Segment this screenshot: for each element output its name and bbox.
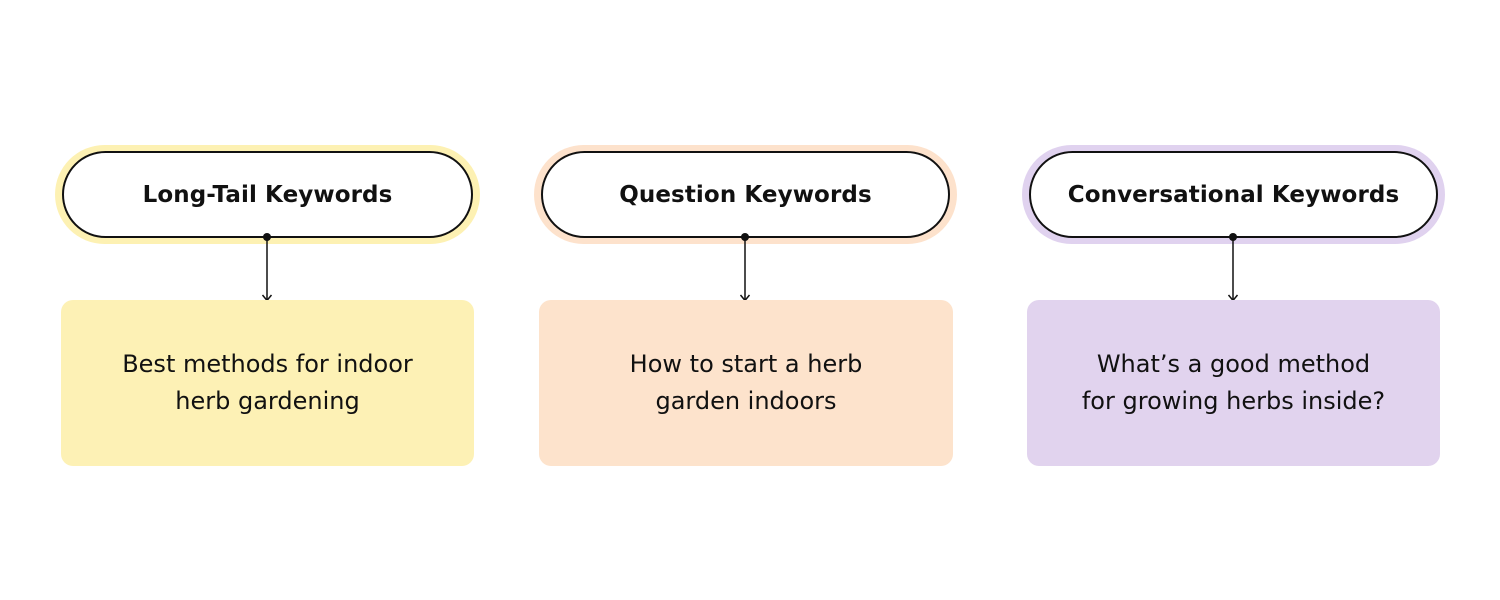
keyword-column-long-tail: Long-Tail Keywords Best methods for indo… [0, 0, 520, 600]
title-pill-halo: Question Keywords [534, 145, 957, 244]
example-card: Best methods for indoor herb gardening [61, 300, 474, 466]
title-pill: Conversational Keywords [1029, 151, 1438, 238]
example-text: How to start a herb garden indoors [629, 350, 863, 415]
keyword-column-question: Question Keywords How to start a herb ga… [534, 145, 957, 466]
title-pill-halo: Conversational Keywords [1022, 145, 1445, 244]
title-pill: Question Keywords [541, 151, 950, 238]
example-text: What’s a good method for growing herbs i… [1081, 350, 1386, 415]
connector-arrow [739, 233, 751, 302]
column-title: Question Keywords [619, 181, 872, 208]
connector-arrow [1227, 233, 1239, 302]
example-text: Best methods for indoor herb gardening [122, 350, 413, 415]
title-pill: Long-Tail Keywords [62, 151, 473, 238]
column-title: Long-Tail Keywords [142, 181, 393, 208]
example-card: How to start a herb garden indoors [539, 300, 953, 466]
column-title: Conversational Keywords [1067, 181, 1400, 208]
title-pill-halo: Long-Tail Keywords [55, 145, 480, 244]
example-card: What’s a good method for growing herbs i… [1027, 300, 1440, 466]
